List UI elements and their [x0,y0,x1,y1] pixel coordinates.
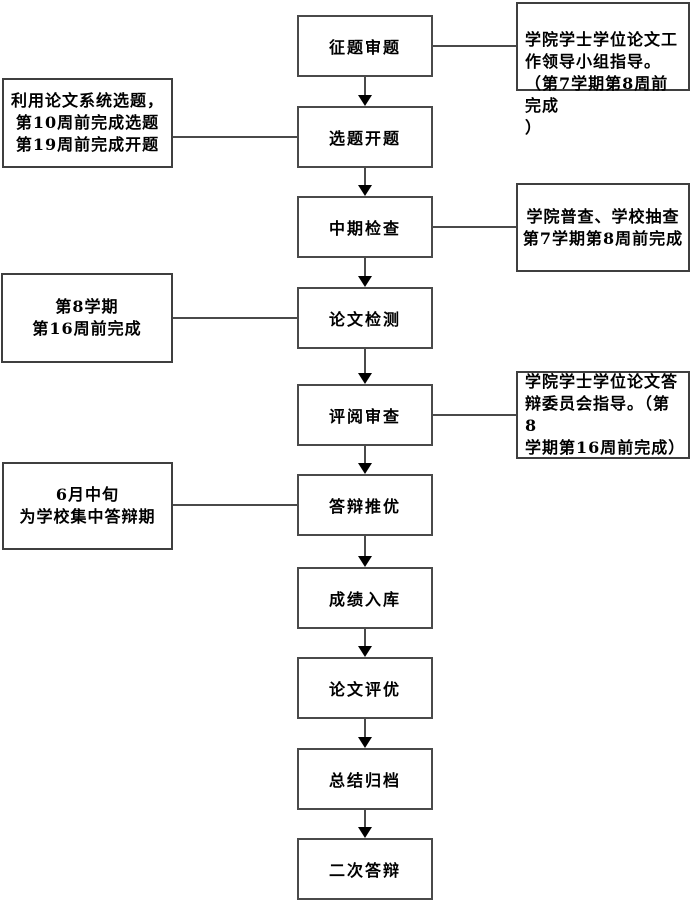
connector-line-5 [433,414,518,416]
flow-step-7-label: 成绩入库 [328,590,401,609]
arrow-head-icon [358,646,372,657]
arrow-shaft [364,810,366,829]
annotation-box-right-3: 学院学士学位论文答 辩委员会指导。（第8 学期第16周前完成） [516,371,690,459]
annotation-text: 利用论文系统选题， 第10周前完成选题 第19周前完成开题 [10,91,164,154]
flow-step-1: 征题审题 [297,15,433,77]
annotation-box-left-1: 利用论文系统选题， 第10周前完成选题 第19周前完成开题 [2,78,173,168]
annotation-text: 学院普查、学校抽查 第7学期第8周前完成 [522,206,684,248]
flow-step-5: 评阅审查 [297,384,433,446]
flow-step-9-label: 总结归档 [328,771,401,790]
connector-line-2 [171,136,299,138]
arrow-shaft [364,536,366,558]
flow-step-9: 总结归档 [297,748,433,810]
down-arrow-8 [358,719,372,748]
arrow-head-icon [358,827,372,838]
arrow-shaft [364,77,366,97]
annotation-box-right-1: 学院学士学位论文工 作领导小组指导。 （第7学期第8周前完成 ） [516,2,690,137]
connector-line-6 [171,504,299,506]
arrow-shaft [364,349,366,375]
flow-step-3-label: 中期检查 [328,219,401,238]
arrow-head-icon [358,463,372,474]
arrow-head-icon [358,737,372,748]
flow-step-4: 论文检测 [297,287,433,349]
arrow-shaft [364,446,366,465]
annotation-text: 学院学士学位论文工 作领导小组指导。 （第7学期第8周前完成 ） [525,30,679,137]
arrow-shaft [364,258,366,278]
arrow-head-icon [358,95,372,106]
flow-step-2: 选题开题 [297,106,433,168]
annotation-text: 学院学士学位论文答 辩委员会指导。（第8 学期第16周前完成） [525,372,686,457]
down-arrow-4 [358,349,372,384]
arrow-head-icon [358,276,372,287]
down-arrow-1 [358,77,372,106]
flow-step-2-label: 选题开题 [328,129,401,148]
flow-step-10-label: 二次答辩 [328,861,401,880]
flow-step-5-label: 评阅审查 [328,407,401,426]
connector-line-3 [433,226,518,228]
down-arrow-5 [358,446,372,474]
arrow-shaft [364,719,366,739]
connector-line-1 [433,45,518,47]
arrow-head-icon [358,556,372,567]
arrow-shaft [364,629,366,648]
arrow-shaft [364,168,366,187]
down-arrow-9 [358,810,372,838]
flow-step-7: 成绩入库 [297,567,433,629]
flow-step-10: 二次答辩 [297,838,433,900]
flow-step-8: 论文评优 [297,657,433,719]
down-arrow-6 [358,536,372,567]
annotation-box-left-3: 6月中旬 为学校集中答辩期 [2,462,173,550]
down-arrow-2 [358,168,372,196]
flow-step-6: 答辩推优 [297,474,433,536]
annotation-box-right-2: 学院普查、学校抽查 第7学期第8周前完成 [516,183,690,272]
arrow-head-icon [358,185,372,196]
arrow-head-icon [358,373,372,384]
annotation-text: 6月中旬 为学校集中答辩期 [19,485,156,526]
flow-step-4-label: 论文检测 [328,310,401,329]
flow-step-8-label: 论文评优 [328,680,401,699]
annotation-box-left-2: 第8学期 第16周前完成 [1,273,173,363]
flow-step-3: 中期检查 [297,196,433,258]
annotation-text: 第8学期 第16周前完成 [32,297,142,338]
down-arrow-3 [358,258,372,287]
flow-step-1-label: 征题审题 [328,38,401,57]
connector-line-4 [171,317,299,319]
flow-step-6-label: 答辩推优 [328,497,401,516]
down-arrow-7 [358,629,372,657]
